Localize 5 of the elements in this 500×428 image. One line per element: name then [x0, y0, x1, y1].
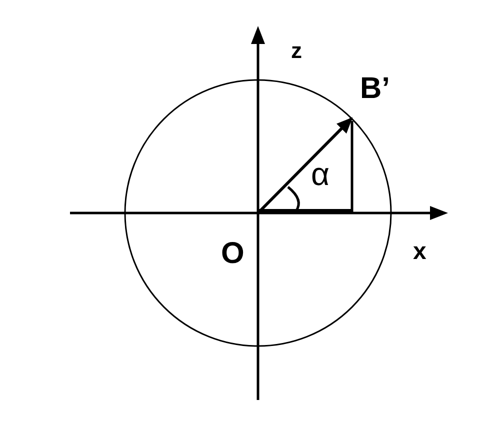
- angle-label: α: [311, 158, 330, 190]
- point-label: B’: [352, 74, 404, 118]
- axis-label: z: [291, 40, 302, 62]
- origin-label: O: [218, 213, 258, 269]
- axis-label: x: [413, 240, 426, 264]
